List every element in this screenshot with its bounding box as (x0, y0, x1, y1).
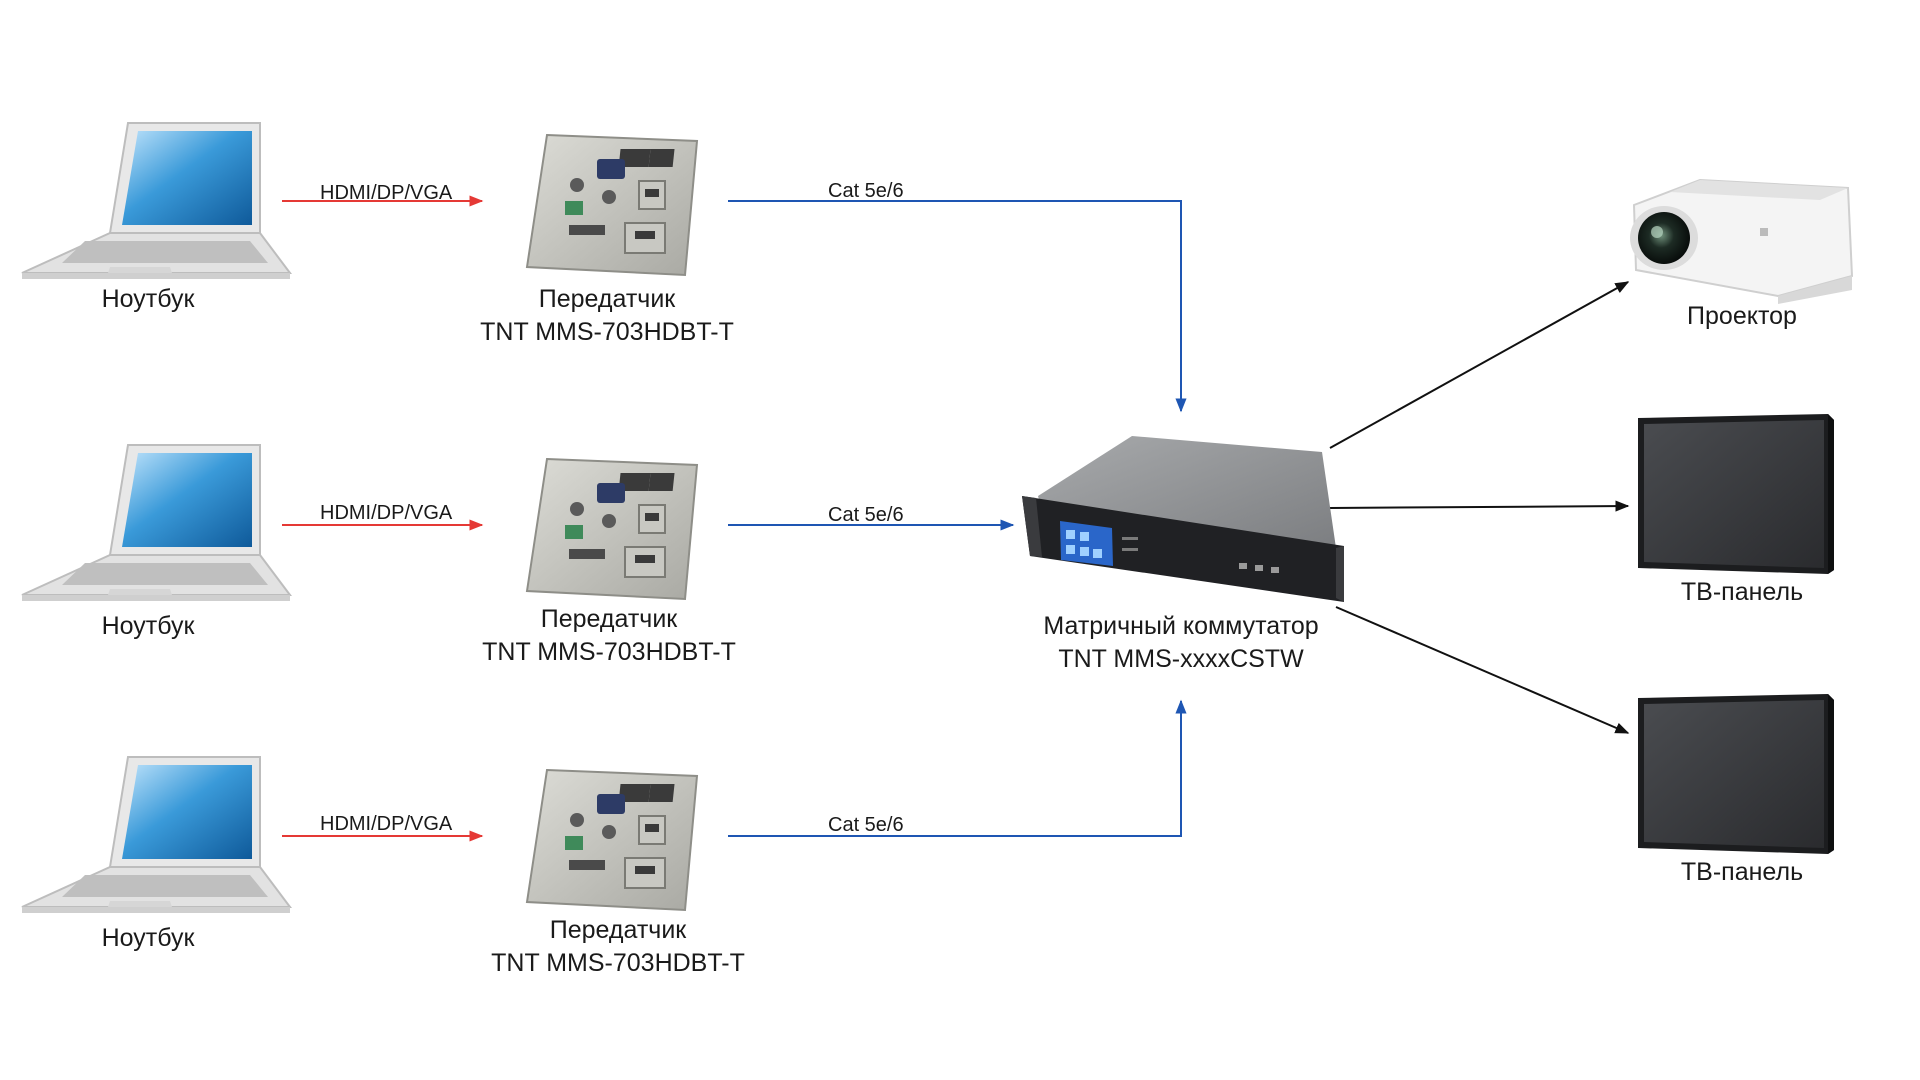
cat-link-line-3 (728, 699, 1187, 837)
cat-link-label: Cat 5e/6 (828, 814, 904, 836)
transmitter-name: Передатчик (539, 285, 677, 313)
source-link-label: HDMI/DP/VGA (320, 502, 453, 524)
transmitter-name: Передатчик (550, 916, 688, 944)
wall-plate-transmitter-icon (526, 458, 698, 600)
source-device-label: Ноутбук (102, 285, 196, 313)
laptop-icon (21, 444, 291, 602)
tv-panel-icon (1638, 414, 1834, 574)
projector-label: Проектор (1687, 302, 1797, 330)
transmitter-model: TNT MMS-703HDBT-T (482, 638, 736, 666)
switcher-model: TNT MMS-xxxxCSTW (1058, 645, 1304, 673)
tv-panel-label: ТВ-панель (1681, 858, 1803, 886)
source-link-label: HDMI/DP/VGA (320, 813, 453, 835)
cat-link-line-1 (728, 200, 1187, 413)
output-link-line-3 (1335, 606, 1630, 734)
output-link-line-1 (1329, 281, 1630, 449)
transmitter-model: TNT MMS-703HDBT-T (480, 318, 734, 346)
transmitter-model: TNT MMS-703HDBT-T (491, 949, 745, 977)
matrix-switcher-icon (1022, 436, 1344, 602)
cat-link-label: Cat 5e/6 (828, 180, 904, 202)
laptop-icon (21, 122, 291, 280)
source-device-label: Ноутбук (102, 612, 196, 640)
source-link-label: HDMI/DP/VGA (320, 182, 453, 204)
wall-plate-transmitter-icon (526, 134, 698, 276)
laptop-icon (21, 756, 291, 914)
transmitter-name: Передатчик (541, 605, 679, 633)
output-link-line-2 (1329, 500, 1630, 512)
cat-link-label: Cat 5e/6 (828, 504, 904, 526)
source-links: HDMI/DP/VGA HDMI/DP/VGA HDMI/DP/VGA (282, 182, 484, 842)
output-links (1329, 281, 1630, 734)
cat-links: Cat 5e/6 Cat 5e/6 Cat 5e/6 (728, 180, 1187, 837)
switcher-name: Матричный коммутатор (1043, 612, 1318, 640)
wall-plate-transmitter-icon (526, 769, 698, 911)
tv-panel-label: ТВ-панель (1681, 578, 1803, 606)
source-device-label: Ноутбук (102, 924, 196, 952)
projector-icon (1630, 178, 1854, 304)
tv-panel-icon (1638, 694, 1834, 854)
